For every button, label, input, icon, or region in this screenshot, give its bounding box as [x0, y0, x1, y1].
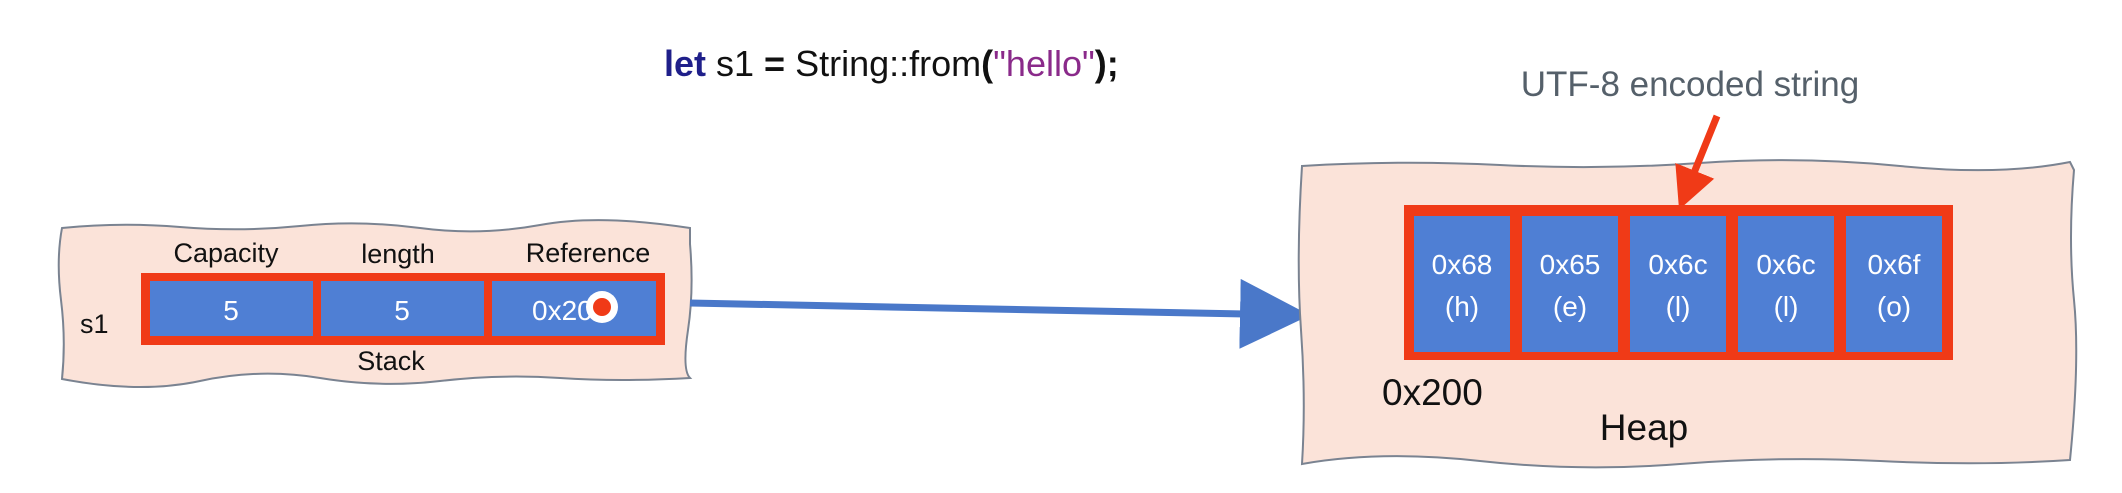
- heap-byte-cell: [1846, 216, 1942, 352]
- code-keyword: let: [664, 43, 706, 84]
- heap-byte-char: (l): [1774, 291, 1799, 322]
- stack-header-reference: Reference: [526, 238, 651, 268]
- stack-value-reference: 0x20: [532, 295, 593, 326]
- code-method: from: [909, 43, 981, 84]
- stack-value-capacity: 5: [223, 295, 239, 326]
- heap-annotation-label: UTF-8 encoded string: [1521, 65, 1859, 104]
- stack-value-length: 5: [394, 295, 410, 326]
- heap-address: 0x200: [1382, 372, 1483, 413]
- heap-byte-char: (e): [1553, 291, 1587, 322]
- heap-byte-hex: 0x65: [1540, 249, 1601, 280]
- heap-title: Heap: [1600, 407, 1688, 448]
- heap-byte-cell: [1522, 216, 1618, 352]
- heap-byte-hex: 0x6c: [1648, 249, 1707, 280]
- stack-var-label: s1: [80, 309, 109, 339]
- code-type-name: String: [795, 43, 889, 84]
- pointer-arrow: [689, 278, 1310, 349]
- code-close-paren: );: [1095, 43, 1119, 84]
- code-open-paren: (: [981, 43, 993, 84]
- heap-byte-char: (h): [1445, 291, 1479, 322]
- stack-header-capacity: Capacity: [173, 238, 279, 268]
- stack-header-length: length: [361, 239, 435, 269]
- stack-cell-reference: [492, 281, 656, 336]
- heap-byte-hex: 0x6c: [1756, 249, 1815, 280]
- pointer-origin-dot: [586, 291, 618, 323]
- code-path-separator: ::: [889, 43, 909, 84]
- heap-byte-char: (o): [1877, 291, 1911, 322]
- heap-byte-hex: 0x6f: [1868, 249, 1921, 280]
- code-equals: =: [764, 43, 785, 84]
- heap-byte-char: (l): [1666, 291, 1691, 322]
- annotation-arrow: [1675, 114, 1721, 210]
- heap-byte-hex: 0x68: [1432, 249, 1493, 280]
- heap-byte-cell: [1738, 216, 1834, 352]
- stack-title: Stack: [357, 346, 425, 376]
- code-variable: s1: [716, 43, 754, 84]
- heap-byte-cell: [1630, 216, 1726, 352]
- stack-cell-capacity: [150, 281, 313, 336]
- stack-cell-length: [321, 281, 484, 336]
- heap-byte-cell: [1414, 216, 1510, 352]
- code-string-literal: "hello": [993, 43, 1095, 84]
